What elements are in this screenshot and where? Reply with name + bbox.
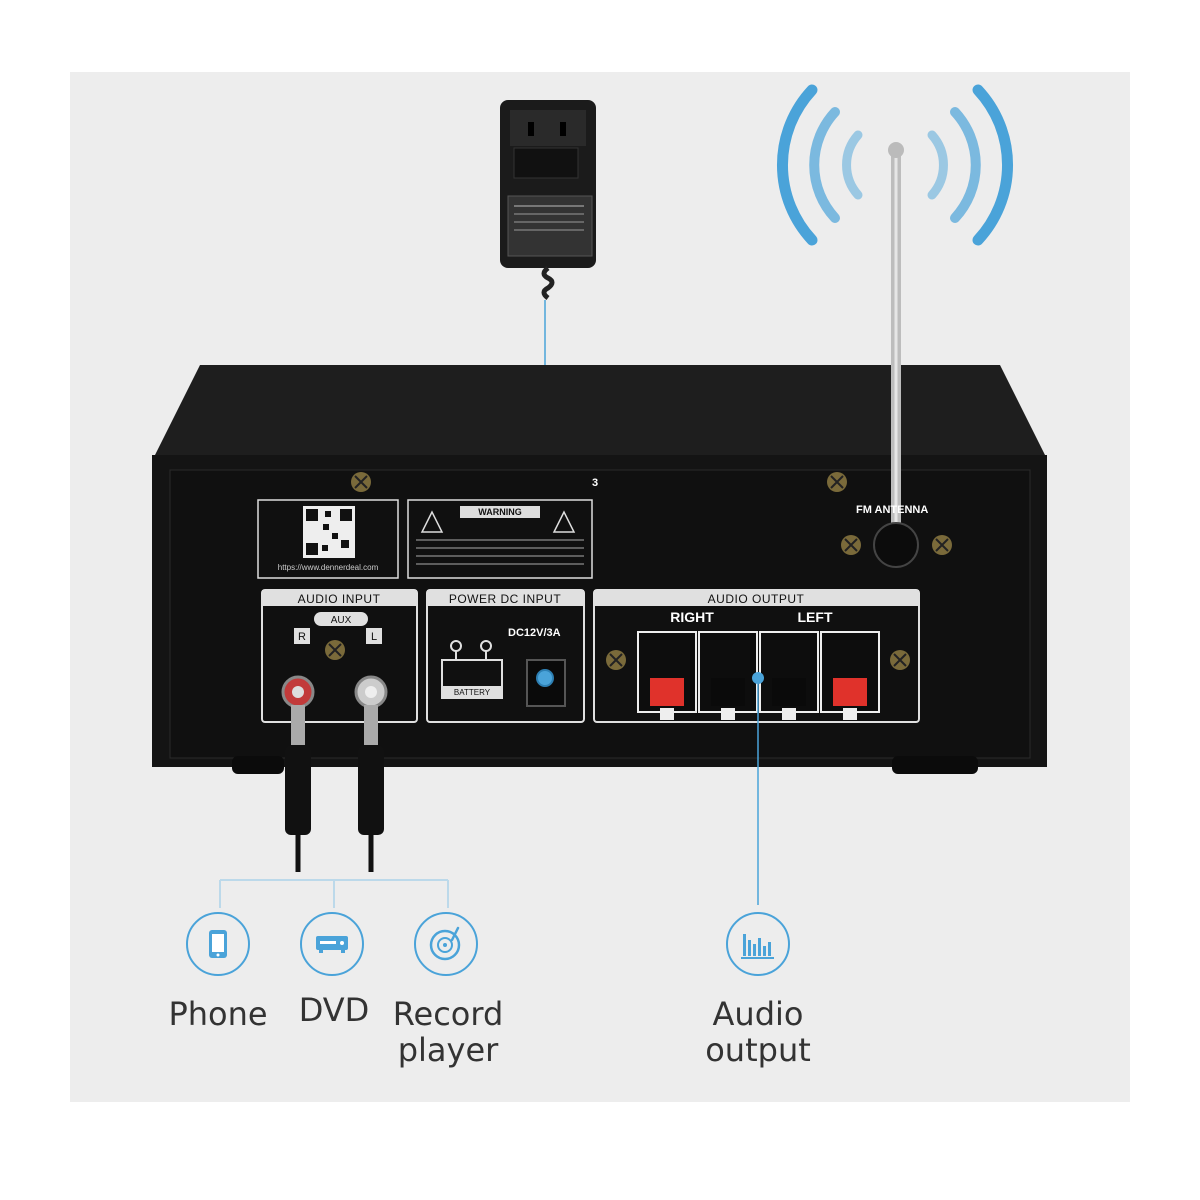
dc-jack (536, 669, 554, 687)
qr-label: https://www.dennerdeal.com (257, 499, 399, 579)
record-player-caption: Record player (378, 996, 518, 1068)
battery-label: BATTERY (454, 688, 491, 697)
audio-output-caption: Audio output (688, 996, 828, 1068)
warning-label: WARNING (407, 499, 593, 579)
r-channel-label: R (298, 631, 306, 643)
input-connector-lines (219, 879, 449, 908)
power-adapter-icon (500, 100, 596, 300)
phone-icon (186, 912, 250, 976)
phone-caption: Phone (168, 995, 268, 1033)
power-dc-input-panel: POWER DC INPUT DC12V/3A BATTERY (426, 589, 585, 723)
record-player-icon (414, 912, 478, 976)
website-url: https://www.dennerdeal.com (278, 563, 379, 572)
dc-rating-label: DC12V/3A (508, 627, 561, 639)
right-label: RIGHT (670, 609, 714, 625)
amplifier-chassis: 3 (152, 365, 1047, 774)
record-player-caption-line1: Record (392, 995, 504, 1033)
audio-input-panel: AUDIO INPUT AUX R L (261, 589, 418, 723)
left-label: LEFT (798, 609, 833, 625)
audio-output-label: AUDIO OUTPUT (708, 592, 805, 606)
audio-cables (285, 705, 384, 872)
fm-antenna-label: FM ANTENNA (856, 504, 928, 516)
fm-antenna-icon (841, 142, 952, 568)
aux-label: AUX (331, 615, 352, 626)
audio-input-label: AUDIO INPUT (298, 592, 381, 606)
equalizer-icon (726, 912, 790, 976)
wireless-signal-icon (777, 84, 1013, 246)
warning-text: WARNING (478, 507, 522, 517)
audio-output-caption-line1: Audio (712, 995, 804, 1033)
output-marker (752, 672, 764, 684)
record-player-caption-line2: player (397, 1031, 499, 1069)
dvd-caption: DVD (298, 991, 370, 1029)
panel-number: 3 (592, 477, 598, 489)
dvd-player-icon (300, 912, 364, 976)
power-dc-input-label: POWER DC INPUT (449, 592, 562, 606)
l-channel-label: L (371, 631, 377, 643)
audio-output-panel: AUDIO OUTPUT RIGHT LEFT (593, 589, 920, 723)
audio-output-caption-line2: output (705, 1031, 811, 1069)
speaker-terminals (637, 631, 880, 720)
